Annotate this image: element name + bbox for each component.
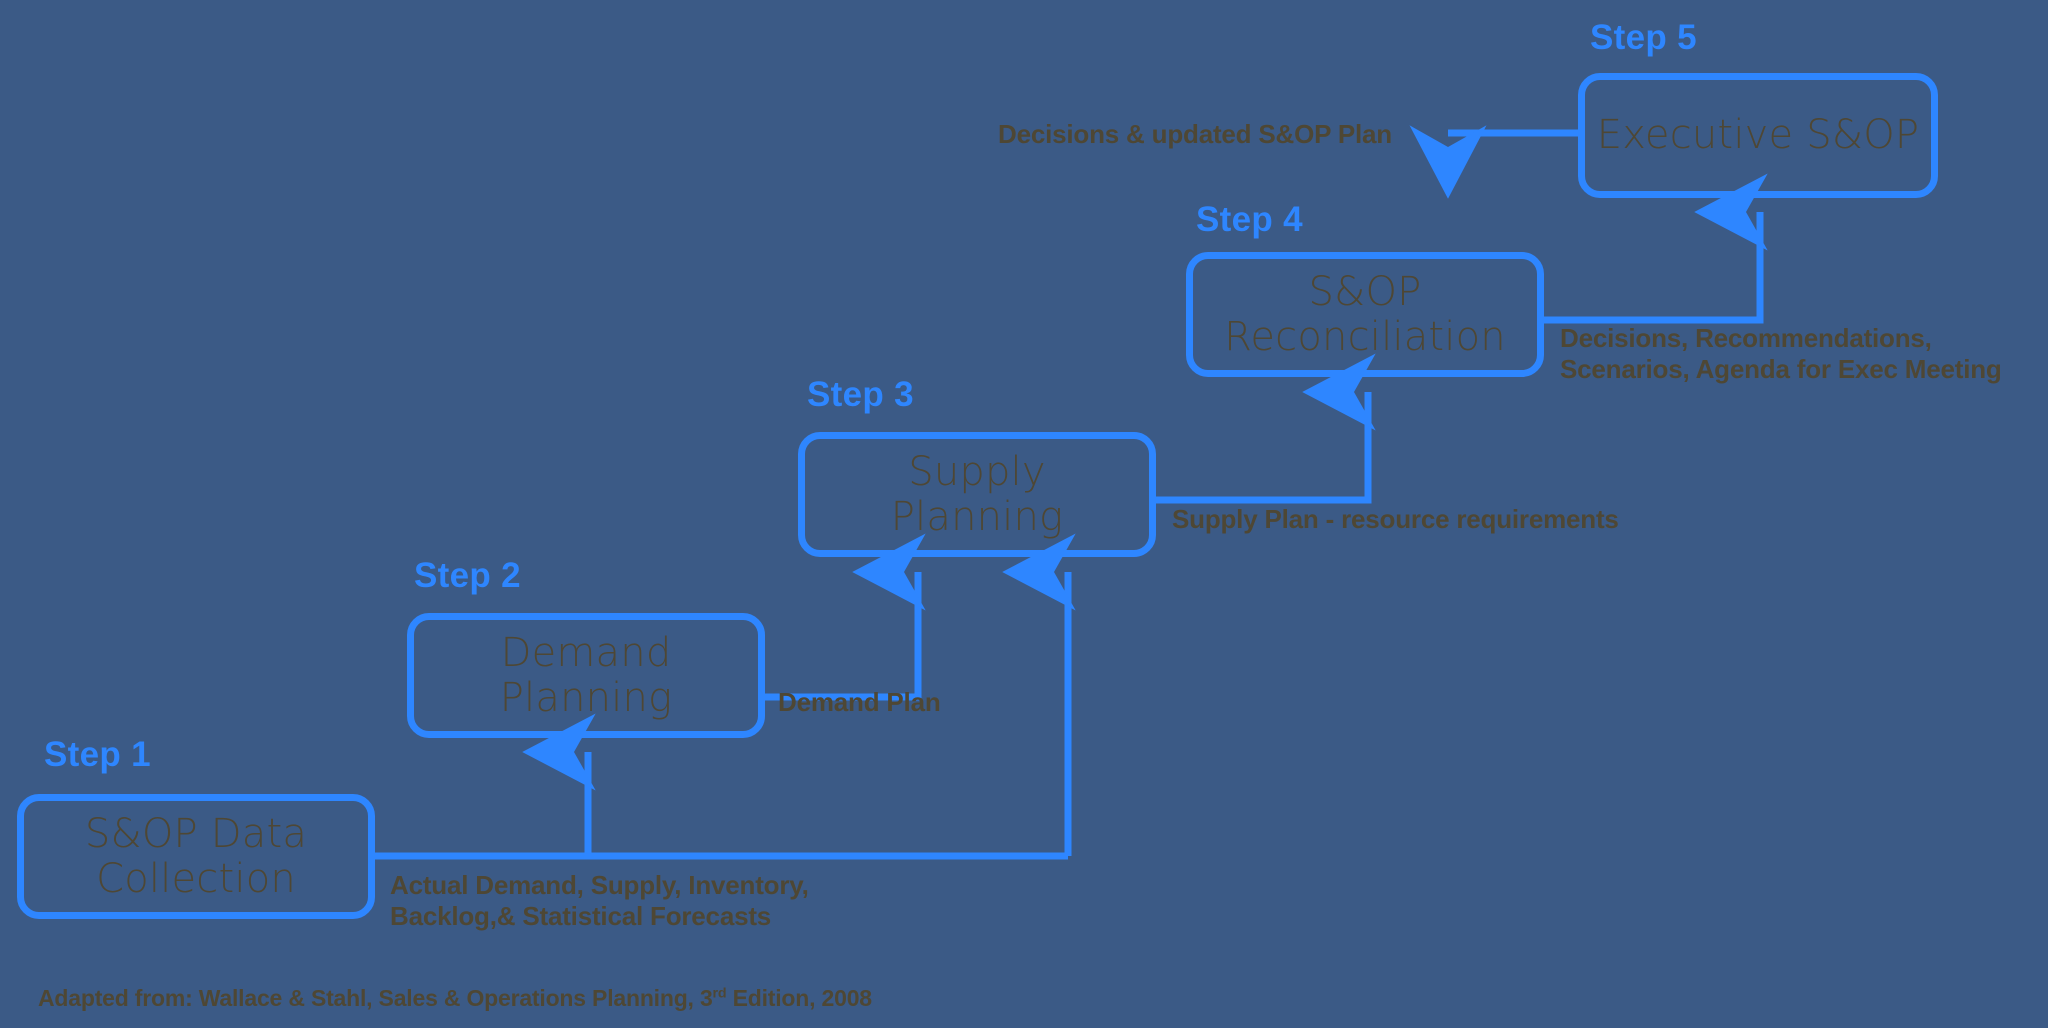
process-box-step4-line1: S&OP — [1308, 268, 1422, 315]
step-label-1: Step 1 — [44, 735, 151, 774]
source-footnote: Adapted from: Wallace & Stahl, Sales & O… — [38, 985, 872, 1012]
edge-label-data-collection-output: Actual Demand, Supply, Inventory, Backlo… — [390, 870, 809, 931]
process-box-step2-line2: Planning — [499, 674, 673, 721]
process-box-step1-line1: S&OP Data — [84, 810, 308, 857]
step-label-4: Step 4 — [1196, 200, 1303, 239]
process-box-step2[interactable]: Demand Planning — [407, 613, 765, 738]
edge-step3-to-step4 — [1155, 353, 1376, 504]
edge-label-reconciliation-output: Decisions, Recommendations, Scenarios, A… — [1560, 323, 2002, 384]
edge-label-supply-plan: Supply Plan - resource requirements — [1172, 504, 1619, 534]
footnote-ordinal: rd — [712, 985, 727, 1002]
step-label-2: Step 2 — [414, 556, 521, 595]
process-box-step5-text: Executive S&OP — [1597, 113, 1919, 158]
process-box-step1-text: S&OP Data Collection — [84, 810, 308, 902]
step-label-5: Step 5 — [1590, 18, 1697, 57]
edge-step2-to-step3 — [765, 533, 926, 701]
step-label-3: Step 3 — [807, 375, 914, 414]
process-box-step2-line1: Demand — [500, 629, 672, 676]
process-box-step3-line2: Planning — [890, 493, 1064, 540]
edge-label-executive-output: Decisions & updated S&OP Plan — [998, 119, 1392, 149]
process-box-step5-line1: Executive S&OP — [1596, 112, 1920, 159]
edge-step4-to-step5 — [1543, 173, 1768, 324]
process-box-step3[interactable]: Supply Planning — [798, 432, 1156, 557]
process-box-step5[interactable]: Executive S&OP — [1578, 73, 1938, 198]
process-box-step2-text: Demand Planning — [499, 629, 673, 721]
process-box-step4-line2: Reconciliation — [1224, 313, 1506, 360]
process-box-step4-text: S&OP Reconciliation — [1224, 268, 1506, 360]
process-box-step1[interactable]: S&OP Data Collection — [17, 794, 375, 919]
process-box-step4[interactable]: S&OP Reconciliation — [1186, 252, 1544, 377]
footnote-prefix: Adapted from: Wallace & Stahl, Sales & O… — [38, 985, 713, 1011]
process-box-step3-text: Supply Planning — [890, 448, 1064, 540]
edge-label-demand-plan: Demand Plan — [778, 687, 941, 717]
process-box-step1-line2: Collection — [96, 855, 296, 902]
process-box-step3-line1: Supply — [908, 448, 1046, 495]
footnote-suffix: Edition, 2008 — [726, 985, 872, 1011]
